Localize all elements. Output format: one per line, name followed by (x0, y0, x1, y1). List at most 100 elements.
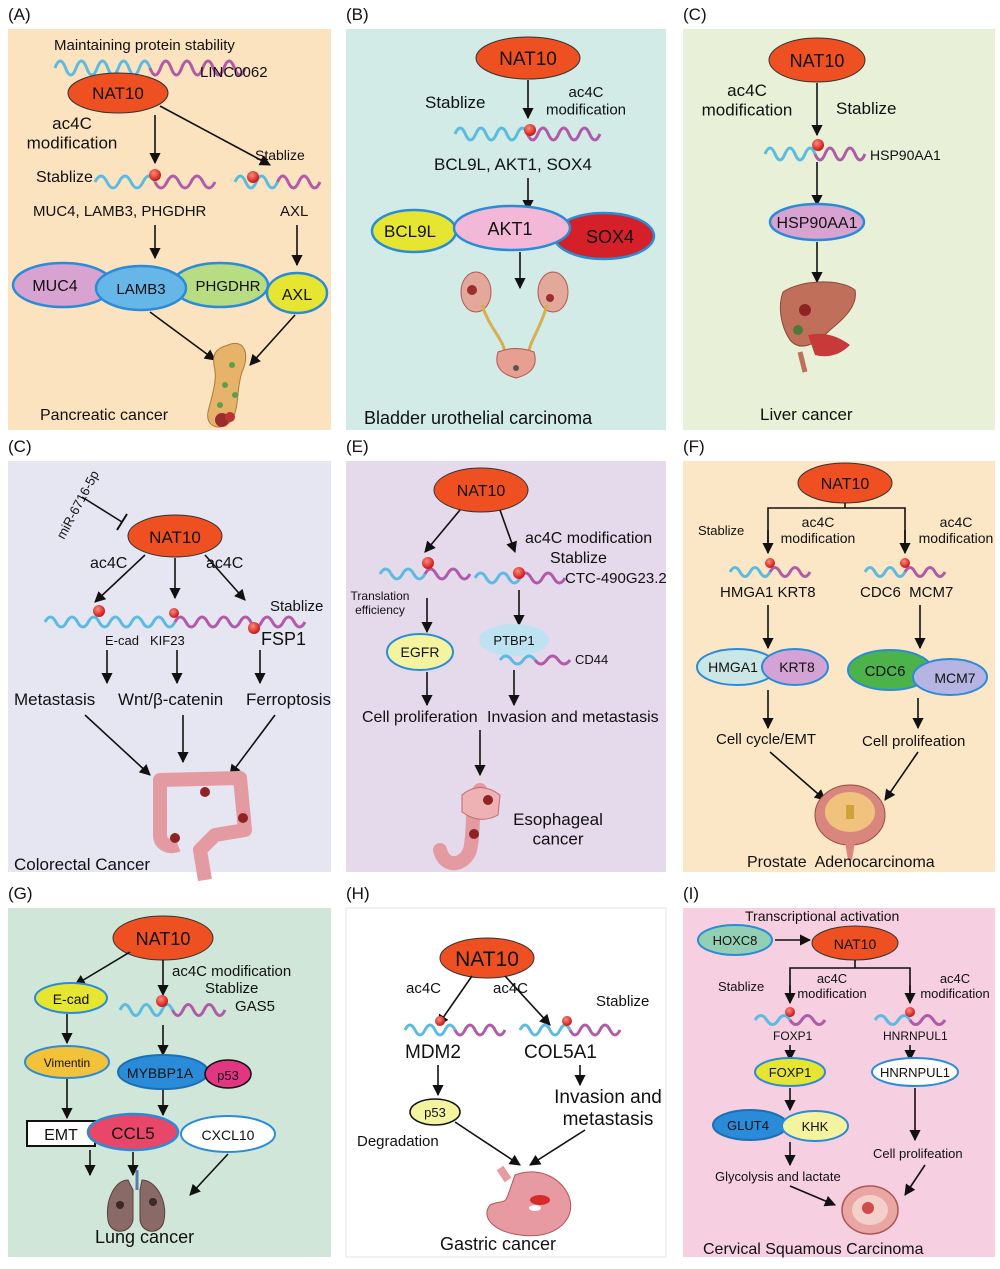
e-nat10-label: NAT10 (457, 483, 506, 500)
d-out-wnt: Wnt/β-catenin (118, 690, 223, 709)
d-kif23-ac4c-dot (169, 608, 179, 618)
d-fsp1-ac4c-dot (248, 622, 260, 634)
a-axl-ac4c-dot (247, 171, 259, 183)
f-rna-wave-right (863, 566, 947, 578)
panel-a-bg (8, 29, 331, 430)
a-cancer-label: Pancreatic cancer (40, 407, 169, 424)
panel-e-label: (E) (346, 437, 369, 456)
g-cxcl10-protein (180, 1115, 276, 1153)
rna-strand-segment (118, 1003, 174, 1017)
rna-strand-segment (148, 59, 247, 77)
c-liver-illustration (779, 281, 856, 373)
g-ecad-protein (34, 982, 108, 1014)
d-colon-illustration (153, 771, 252, 882)
d-nat10-node (127, 514, 223, 558)
panel-a-label: (A) (8, 5, 31, 24)
h-deg-label: Degradation (357, 1133, 439, 1150)
a-lamb3-protein (94, 264, 188, 312)
f-krt8-label: KRT8 (779, 659, 815, 675)
a-axl-gene-label: AXL (280, 203, 308, 220)
i-out-prolif: Cell prolifeation (873, 1146, 963, 1161)
g-mybbp1a-label: MYBBP1A (127, 1065, 194, 1081)
c-hsp90aa1-protein (768, 202, 866, 242)
g-mod-label: ac4C modification (172, 963, 291, 980)
g-ac4c-dot (156, 995, 168, 1007)
rna-strand-segment (526, 126, 602, 142)
i-hoxc8-label: HOXC8 (713, 933, 758, 948)
f-genes-right: CDC6 MCM7 (860, 584, 953, 601)
panel-f-label: (F) (683, 437, 705, 456)
c-gene-label: HSP90AA1 (870, 147, 941, 163)
b-bcl9l-label: BCL9L (384, 222, 436, 241)
i-nat10-label: NAT10 (834, 936, 877, 952)
i-foxp1-label: FOXP1 (769, 1065, 812, 1080)
h-stomach-illustration (486, 1165, 572, 1237)
rna-strand-segment (863, 566, 907, 578)
d-out-ferroptosis: Ferroptosis (246, 690, 331, 709)
f-cdc6-label: CDC6 (865, 663, 906, 680)
rna-strand-segment (453, 1023, 507, 1037)
panel-i-bg (683, 908, 995, 1257)
a-nat10-label: NAT10 (92, 84, 144, 103)
g-rna-wave (118, 1003, 227, 1017)
rna-strand-segment (813, 146, 867, 162)
d-cancer-label: Colorectal Cancer (14, 855, 150, 874)
i-khk-label: KHK (802, 1119, 829, 1134)
rna-strand-segment (403, 1023, 457, 1037)
i-cancer-label: Cervical Squamous Carcinoma (703, 1241, 924, 1258)
f-mcm7-label: MCM7 (934, 670, 975, 686)
d-ecad-ac4c-dot (93, 605, 105, 617)
f-stab-label: Stablize (698, 523, 744, 538)
rna-strand-segment (43, 615, 177, 629)
e-ptbp1-protein (479, 624, 549, 656)
c-rna-wave (763, 146, 867, 162)
i-rna-wave-left (753, 1014, 827, 1026)
g-ccl5-label: CCL5 (111, 1124, 154, 1143)
f-rna-wave-left (728, 566, 812, 578)
f-krt8-protein (761, 648, 829, 686)
h-rna-wave-left (403, 1023, 507, 1037)
e-egfr-protein (386, 633, 454, 671)
f-out-cellcycle: Cell cycle/EMT (716, 731, 816, 748)
h-p53-protein (409, 1098, 461, 1126)
a-stab-right: Stablize (255, 147, 305, 163)
a-stab-left: Stablize (36, 169, 93, 186)
a-genes-ac4c-dot (149, 169, 161, 181)
rna-strand-segment (498, 654, 537, 666)
e-mod-label: ac4C modification (525, 530, 652, 547)
a-genes-label: MUC4, LAMB3, PHGDHR (33, 203, 207, 220)
h-left-ac4c-dot (435, 1016, 445, 1026)
rna-strand-segment (728, 566, 772, 578)
d-ac4c-left: ac4C (90, 555, 127, 572)
g-vimentin-protein (24, 1045, 110, 1079)
e-out-prolif: Cell proliferation (362, 709, 478, 726)
rna-strand-segment (378, 567, 427, 581)
d-nat10-label: NAT10 (149, 528, 201, 547)
rna-strand-segment (768, 566, 812, 578)
panel-c-label: (C) (683, 5, 707, 24)
rna-strand-segment (453, 126, 529, 142)
c-cancer-label: Liver cancer (760, 405, 853, 424)
rna-strand-segment (873, 1014, 912, 1026)
f-left-ac4c-dot (765, 558, 775, 568)
b-sox4-label: SOX4 (586, 227, 634, 247)
b-nat10-label: NAT10 (499, 49, 557, 70)
f-hmga1-label: HMGA1 (708, 659, 758, 675)
i-khk-protein (781, 1110, 849, 1142)
e-ptbp1-label: PTBP1 (493, 633, 534, 648)
c-ac4c-dot (812, 139, 824, 151)
f-genes-left: HMGA1 KRT8 (720, 584, 816, 601)
i-rna-wave-right (873, 1014, 947, 1026)
rna-strand-segment (908, 1014, 947, 1026)
rna-strand-segment (473, 571, 522, 585)
i-foxp1-protein (754, 1057, 826, 1087)
h-rna-wave-right (518, 1023, 622, 1037)
b-nat10-node (475, 36, 581, 80)
e-rna-wave-right (473, 571, 567, 585)
a-muc4-label: MUC4 (32, 278, 77, 295)
